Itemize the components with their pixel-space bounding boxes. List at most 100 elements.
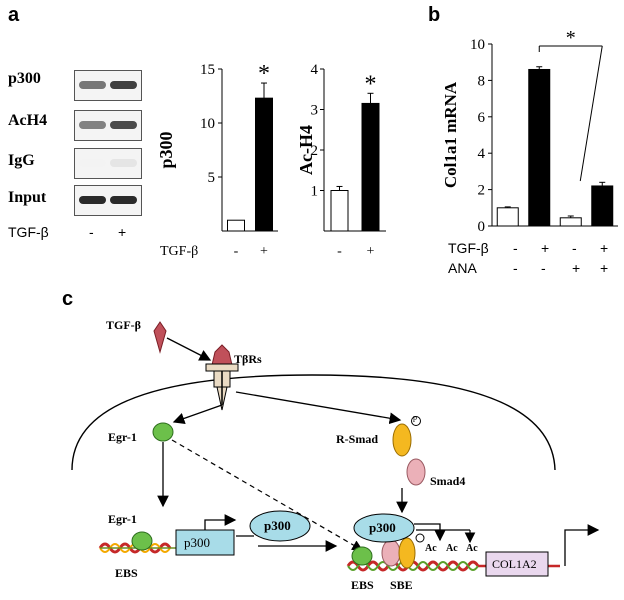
gel-label-p300: p300 <box>8 70 41 87</box>
y-tick-label: 10 <box>200 116 215 132</box>
treatment-sign: + <box>541 240 550 256</box>
gel-label-igg: IgG <box>8 152 35 169</box>
rsmad-complex-icon <box>398 537 416 569</box>
p300-complex-label: p300 <box>369 520 396 535</box>
ebs-right-label: EBS <box>351 578 374 592</box>
col1a2-transcription-arrow <box>564 524 600 566</box>
significance-star: * <box>566 27 576 49</box>
panel-a-letter: a <box>8 4 20 26</box>
treatment-sign: - <box>513 240 518 256</box>
gel-band <box>110 81 137 89</box>
y-tick-label: 6 <box>478 110 486 126</box>
x-tick-label: - <box>337 244 342 259</box>
bar <box>361 102 380 232</box>
treatment-sign: + <box>600 260 609 276</box>
x-axis-label: TGF-β <box>160 244 198 259</box>
y-tick-label: 15 <box>200 62 215 78</box>
y-tick-label: 8 <box>478 73 486 89</box>
p300-gene-label: p300 <box>184 535 210 550</box>
tbrs-label: TβRs <box>234 352 262 366</box>
treatment-sign: - <box>572 240 577 256</box>
y-tick-label: 4 <box>311 62 319 78</box>
gel-strip-ach4 <box>74 110 142 141</box>
x-tick-label: + <box>260 244 268 259</box>
treatment-sign: + <box>572 260 581 276</box>
rsmad-phosphate-label: p <box>413 413 417 422</box>
y-axis-label: Col1a1 mRNA <box>441 81 460 188</box>
tgfb-ligand-icon <box>153 321 167 354</box>
treatment-row-tgfb-label: TGF-β <box>448 240 489 256</box>
gel-label-ach4: AcH4 <box>8 112 48 129</box>
p300-protein-icon <box>249 510 311 542</box>
gel-band <box>110 159 137 167</box>
tgfb-receptor-icon <box>205 344 239 411</box>
smad4-complex-icon <box>381 539 401 567</box>
smad4-label: Smad4 <box>430 474 466 488</box>
receptor-to-egr1-arrow <box>172 404 223 425</box>
receptor-to-rsmad-arrow <box>235 391 402 425</box>
egr1-complex-icon <box>351 546 373 566</box>
y-tick-label: 2 <box>311 143 319 159</box>
ligand-arrow <box>166 337 212 361</box>
gel-lane-sign-minus: - <box>89 224 94 240</box>
bar <box>227 219 245 232</box>
significance-star: * <box>365 71 377 97</box>
gel-strip-p300 <box>74 70 142 101</box>
smad4-protein-icon <box>406 458 426 486</box>
gel-band <box>79 121 106 129</box>
y-tick-label: 3 <box>311 103 319 119</box>
col1a2-gene-box <box>485 551 549 577</box>
treatment-sign: - <box>541 260 546 276</box>
y-axis-label: Ac-H4 <box>296 125 316 175</box>
gel-label-input: Input <box>8 189 47 206</box>
y-axis-label: p300 <box>156 131 176 168</box>
chart-area: 1 2 3 4Ac-H4 * - + <box>296 62 386 259</box>
egr1-protein-icon <box>152 422 174 442</box>
panel-b-letter: b <box>428 4 441 26</box>
panel-c-letter: c <box>62 288 74 310</box>
ebs-left-label: EBS <box>115 566 138 580</box>
rsmad-complex-phosphate-icon <box>415 533 425 543</box>
gel-band <box>110 196 137 204</box>
rsmad-protein-icon <box>392 423 412 457</box>
y-tick-label: 0 <box>478 219 486 235</box>
rsmad-phosphate-icon <box>411 416 421 426</box>
treatment-sign: + <box>600 240 609 256</box>
egr1-nucleus-label: Egr-1 <box>108 512 137 526</box>
gel-band <box>79 196 106 204</box>
gel-lane-sign-plus: + <box>118 224 127 240</box>
treatment-row-ana-label: ANA <box>448 260 477 276</box>
x-tick-label: + <box>367 244 375 259</box>
p300-bar-chart: 5 10 15 p300 * - + TGF-β <box>156 61 278 259</box>
y-tick-label: 4 <box>478 146 486 162</box>
acetylation-arrow <box>414 523 446 542</box>
bar <box>255 97 273 232</box>
gel-band <box>79 159 106 167</box>
treatment-sign: - <box>513 260 518 276</box>
col1a2-label: COL1A2 <box>492 557 537 571</box>
y-tick-label: 5 <box>208 170 216 186</box>
x-tick-label: - <box>234 244 239 259</box>
p300-transcription-arrow <box>204 514 237 530</box>
gel-strip-input <box>74 185 142 216</box>
gel-band <box>110 121 137 129</box>
gel-band <box>79 81 106 89</box>
bracket-leg <box>579 45 603 182</box>
y-tick-label: 1 <box>311 184 319 200</box>
sbe-label: SBE <box>390 578 413 592</box>
significance-star: * <box>258 61 270 87</box>
gel-strip-igg <box>74 148 142 179</box>
egr1-dashed-arrow <box>171 439 364 551</box>
egr1-cytoplasm-label: Egr-1 <box>108 430 137 444</box>
egr1-bound-icon <box>131 531 153 551</box>
rsmad-label: R-Smad <box>336 432 379 446</box>
p300-complex-icon <box>353 513 415 543</box>
cell-membrane <box>71 374 556 471</box>
tgfb-label: TGF-β <box>106 318 141 332</box>
y-tick-label: 10 <box>470 37 485 53</box>
ac-label-3: Ac <box>466 543 478 554</box>
chart-area: 5 10 15 p300 * - + TGF-β <box>156 61 278 259</box>
